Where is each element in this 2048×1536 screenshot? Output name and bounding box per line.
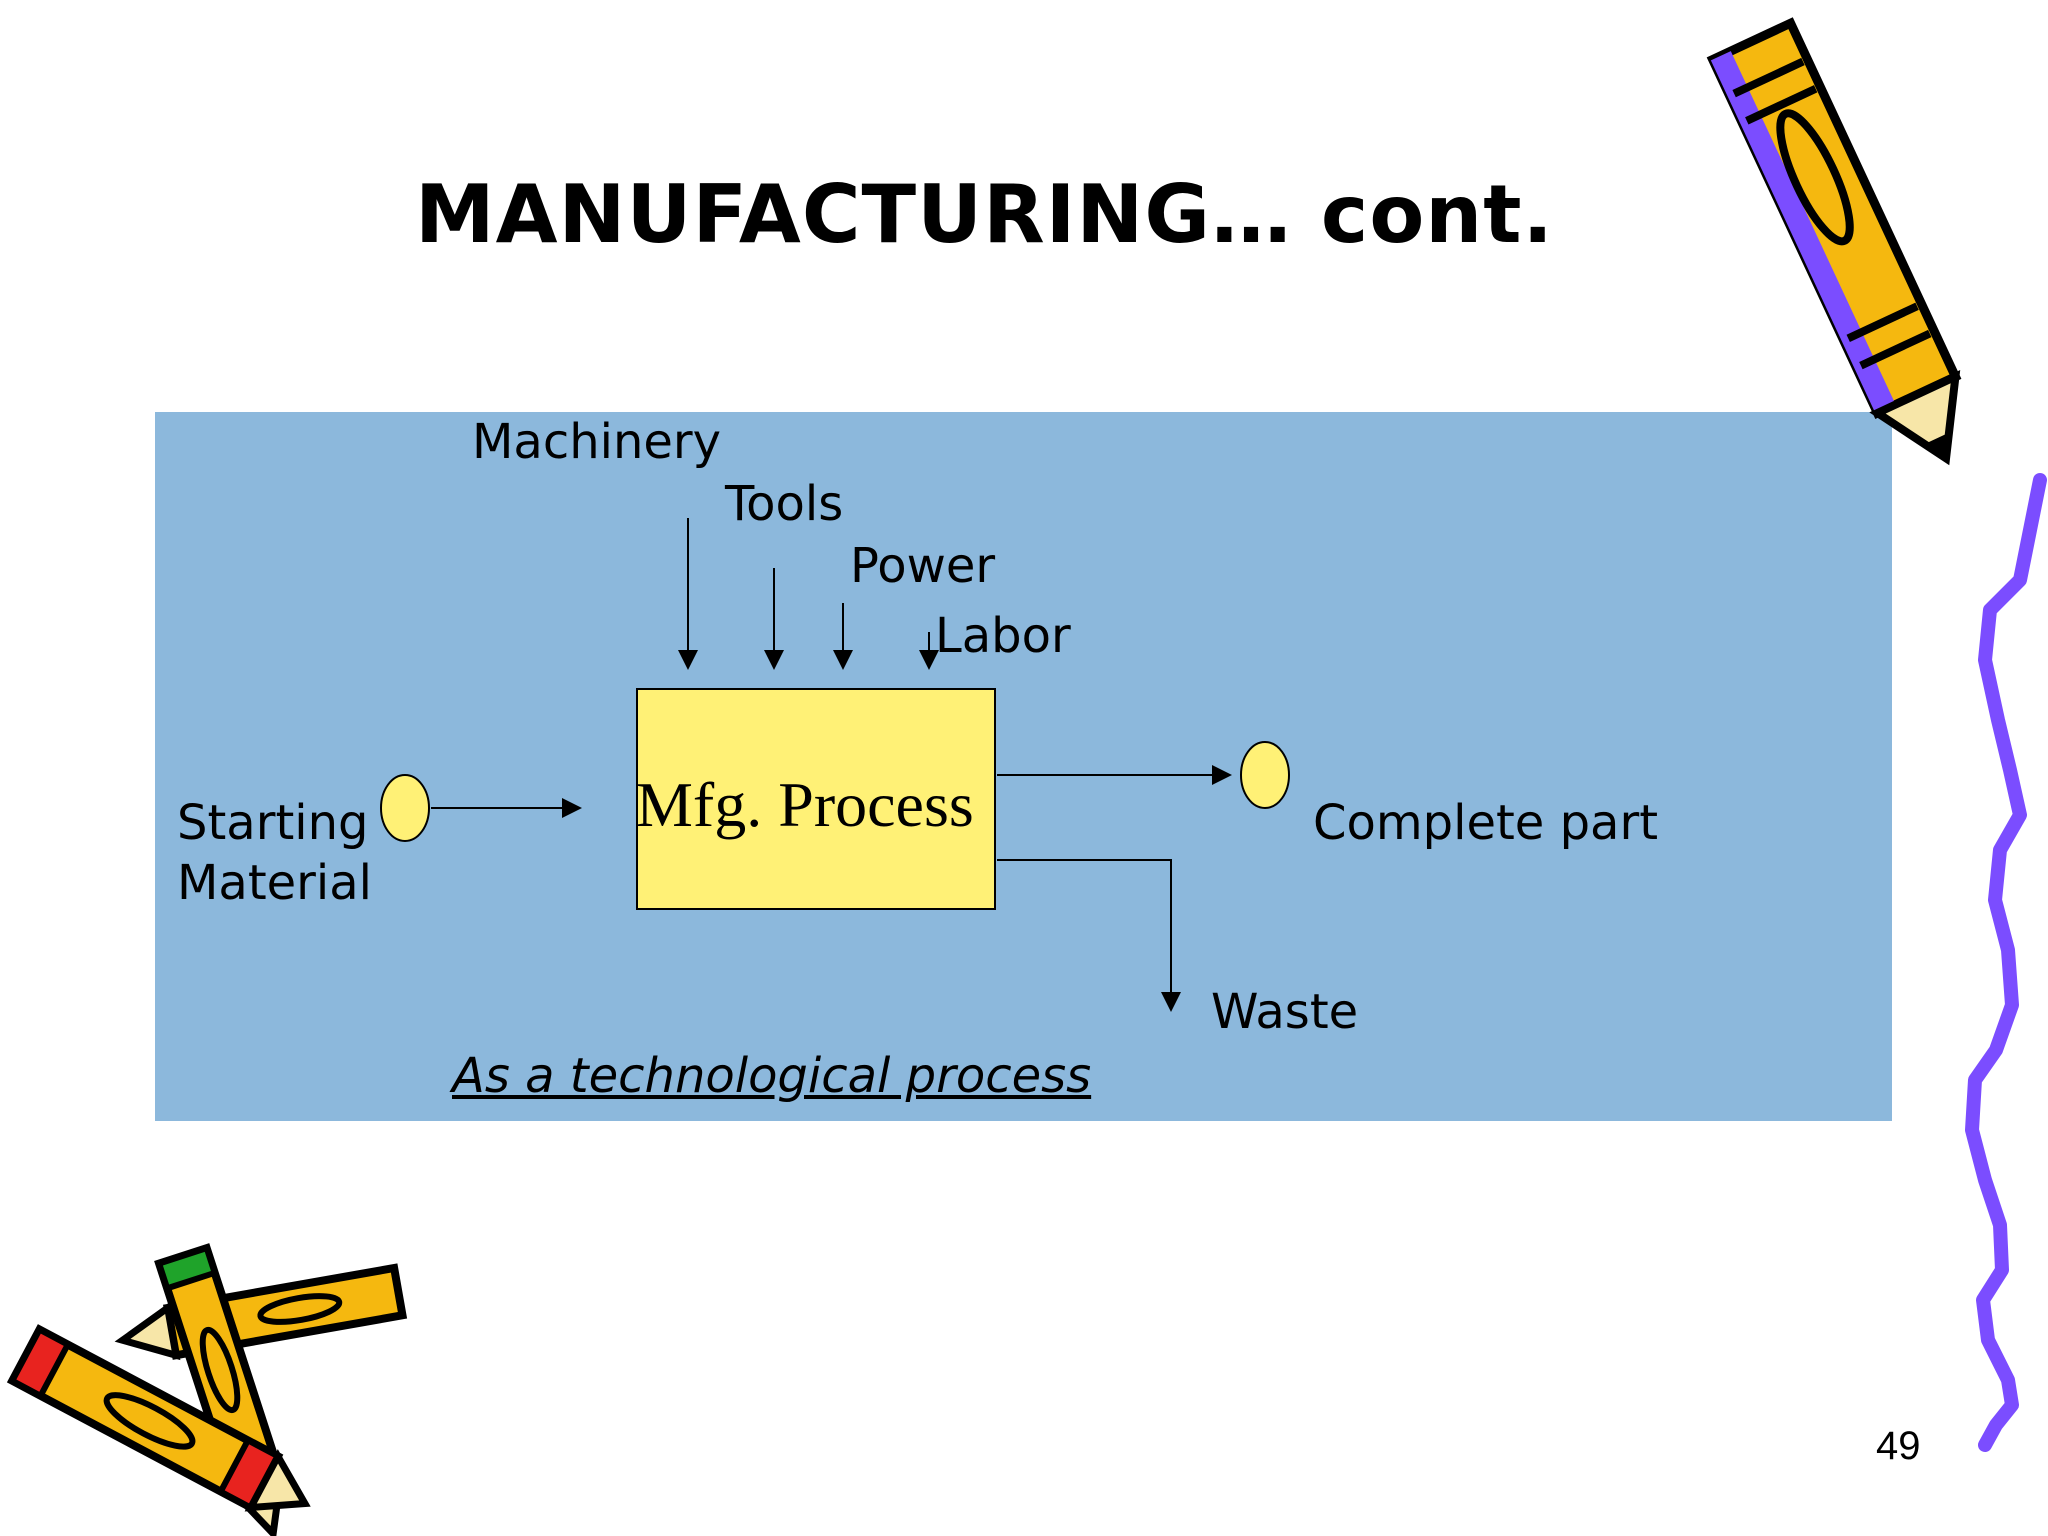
waste-connector — [997, 859, 1181, 1012]
starting-material-line2: Material — [177, 855, 372, 911]
slide-title: MANUFACTURING… cont. — [415, 168, 1554, 261]
labor-label: Labor — [935, 608, 1071, 664]
machinery-label: Machinery — [472, 414, 722, 470]
process-box — [636, 688, 996, 910]
power-label: Power — [850, 538, 996, 594]
output-node — [1240, 741, 1290, 809]
start-node — [380, 774, 430, 842]
starting-material-line1: Starting — [177, 795, 369, 851]
tools-label: Tools — [725, 476, 844, 532]
process-label: Mfg. Process — [636, 769, 974, 840]
page-number: 49 — [1876, 1424, 1921, 1468]
waste-label: Waste — [1211, 984, 1359, 1040]
diagram-panel — [155, 412, 1892, 1121]
diagram-caption: As a technological process — [452, 1048, 1092, 1104]
complete-part-label: Complete part — [1313, 795, 1659, 851]
